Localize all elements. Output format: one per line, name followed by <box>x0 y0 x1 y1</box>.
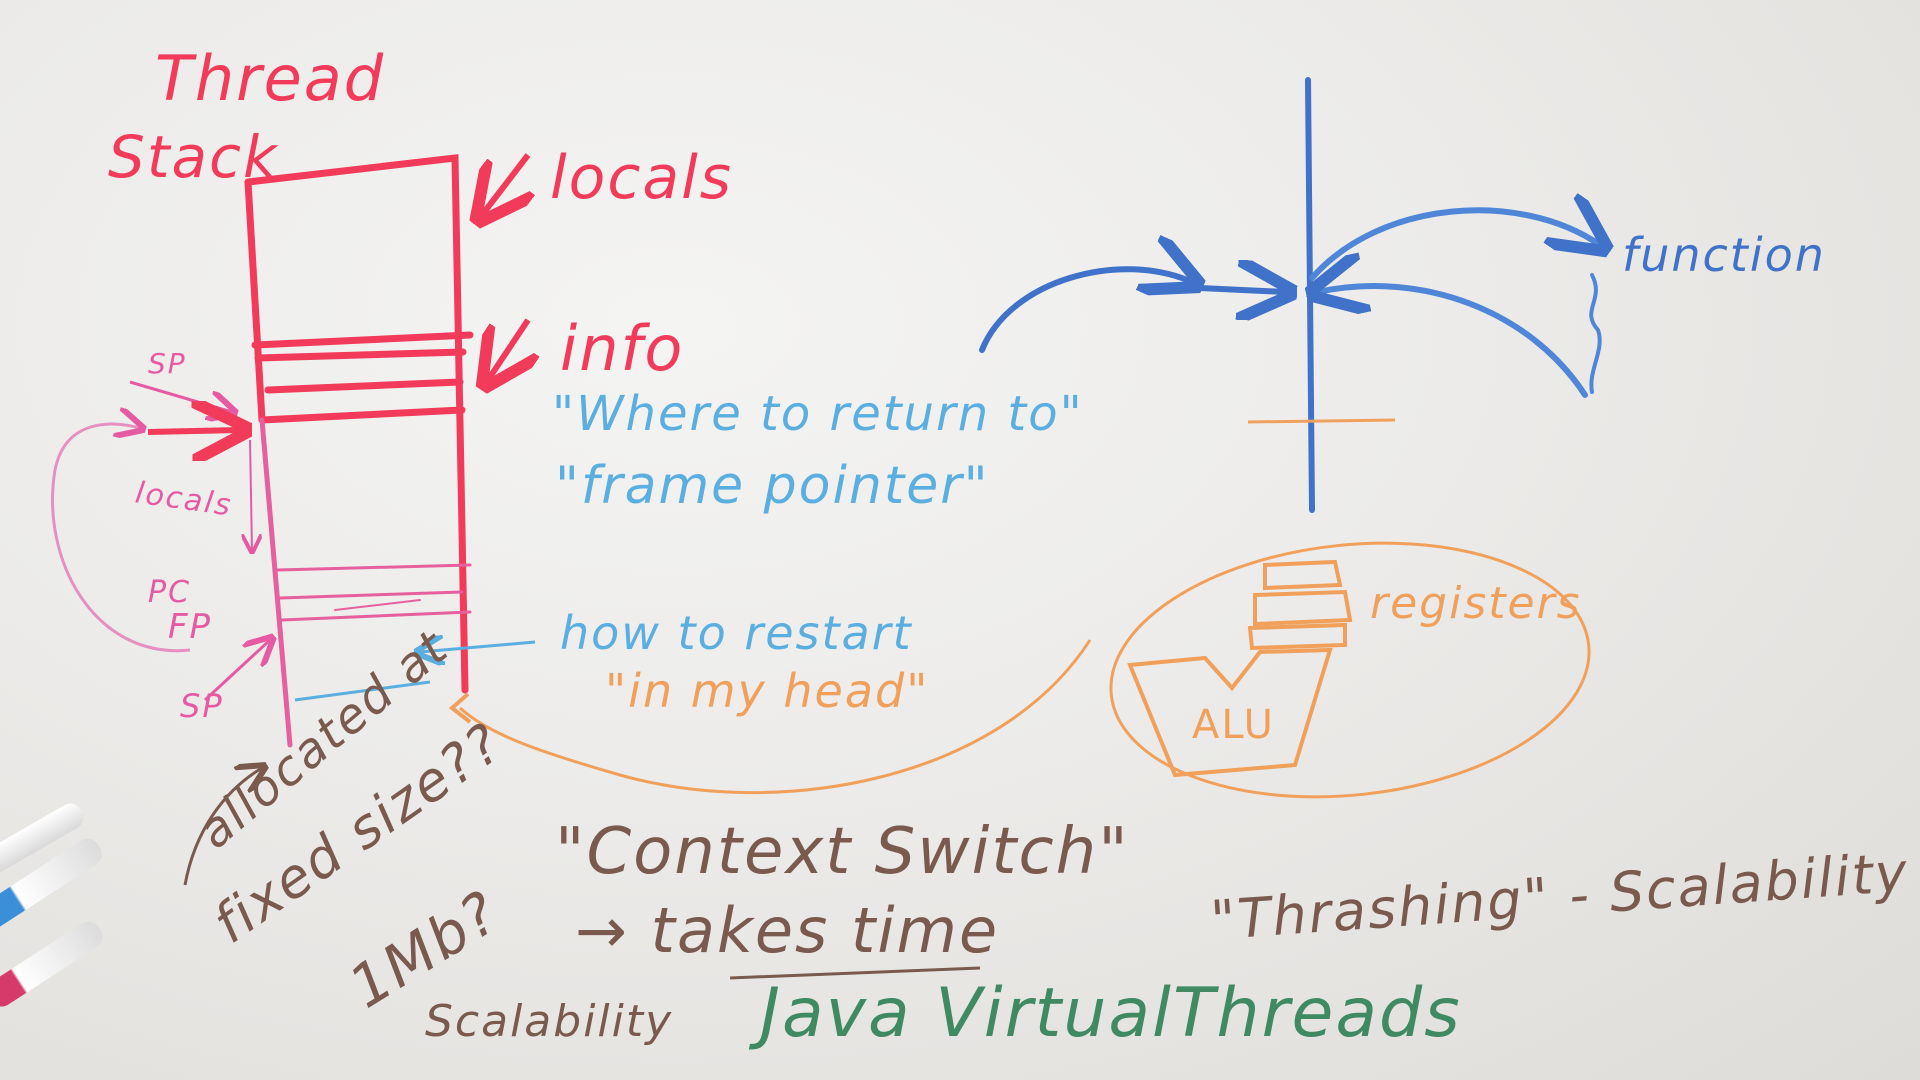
register-boxes <box>1247 559 1353 651</box>
cpu-ellipse <box>1109 541 1591 799</box>
stack-title-line1: Thread <box>155 42 386 115</box>
sp-arrow-red <box>147 430 240 432</box>
return-loop-arrow <box>51 424 191 653</box>
takes-time-note: → takes time <box>575 894 1000 967</box>
java-virtual-threads-note: Java VirtualThreads <box>760 974 1462 1053</box>
stack-title-line2: Stack <box>108 123 279 191</box>
info-label: info <box>560 312 685 385</box>
thread-stack-box <box>244 154 474 694</box>
sp-arrow <box>129 380 232 412</box>
sp-top-label: SP <box>148 347 187 380</box>
sp-bottom-label: SP <box>180 687 224 725</box>
thread-stack-lower <box>259 417 472 748</box>
fp-label: FP <box>168 607 213 647</box>
orange-horizontal-line <box>1247 418 1396 424</box>
pc-label: PC <box>148 575 192 610</box>
takes-time-underline <box>729 966 981 980</box>
locals-down-arrow <box>250 439 252 550</box>
stack-bottom-line <box>294 680 431 702</box>
how-to-restart-note: how to restart <box>560 606 913 660</box>
function-label: function <box>1622 228 1826 282</box>
alu-label: ALU <box>1192 702 1275 748</box>
in-my-head-note: "in my head" <box>605 664 930 718</box>
sp-bottom-arrow <box>203 640 270 702</box>
scalability-left-note: Scalability <box>425 996 674 1047</box>
context-switch-curve <box>458 639 1092 795</box>
frame-pointer-note: "frame pointer" <box>555 456 990 516</box>
where-to-return-note: "Where to return to" <box>552 386 1084 442</box>
alu-shape <box>1127 647 1333 778</box>
locals-label: locals <box>550 143 734 213</box>
registers-label: registers <box>1370 578 1582 629</box>
info-arrow <box>488 318 528 380</box>
call-diagram <box>979 77 1600 513</box>
locals-arrow <box>482 153 528 215</box>
stack-pointer-hook <box>448 692 472 724</box>
context-switch-note: "Context Switch" <box>555 815 1130 889</box>
restart-arrow <box>420 642 536 652</box>
allocated-arrow <box>183 768 262 886</box>
